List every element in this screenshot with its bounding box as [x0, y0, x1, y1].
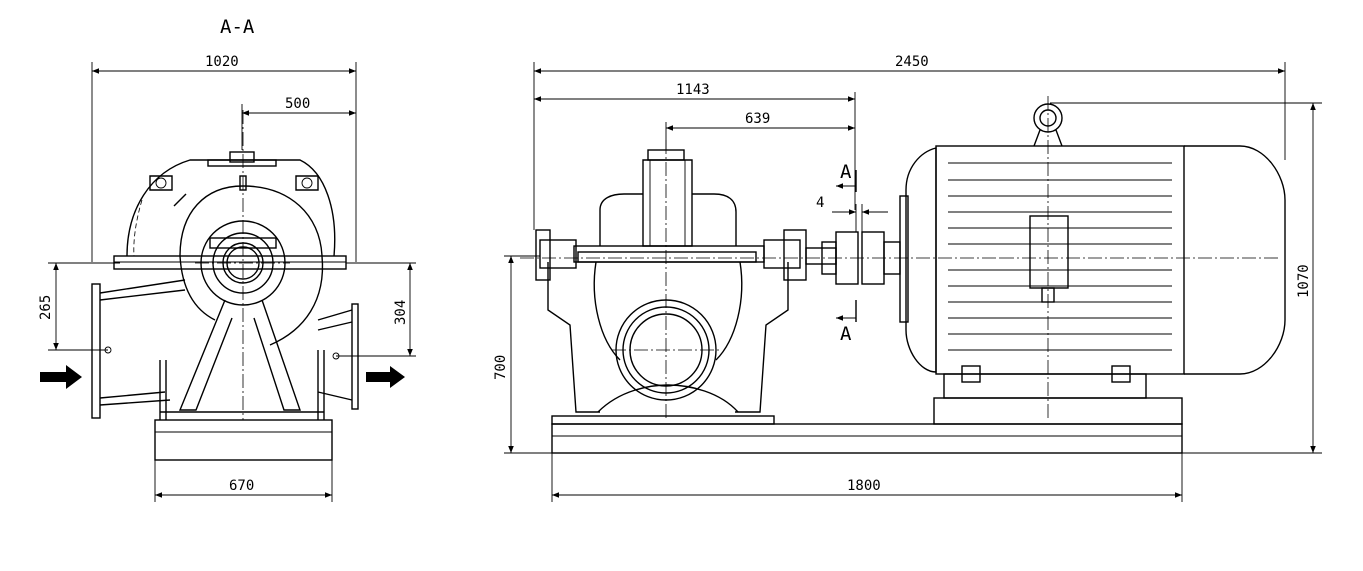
dim-pump-to-coupling: 1143 [534, 82, 856, 210]
dim-670-label: 670 [229, 478, 254, 494]
dim-265-label: 265 [38, 295, 54, 320]
svg-text:A: A [840, 161, 852, 183]
section-view: A-A 1020 500 265 304 [38, 16, 416, 502]
dim-shaft-height: 700 [493, 255, 552, 454]
dim-1800-label: 1800 [847, 478, 881, 494]
dim-base-length: 1800 [551, 453, 1183, 502]
inlet-flow-arrow [40, 365, 82, 389]
dim-center-to-coupling: 639 [665, 111, 855, 150]
dim-700-label: 700 [493, 355, 509, 380]
dim-outlet-height: 304 [336, 262, 416, 357]
dim-639-label: 639 [745, 111, 770, 127]
dim-1070-label: 1070 [1296, 264, 1312, 298]
dim-500-label: 500 [285, 96, 310, 112]
outlet-flow-arrow [366, 366, 405, 388]
dim-half-width: 500 [241, 96, 356, 150]
dim-2450-label: 2450 [895, 54, 929, 70]
dim-total-height: 1070 [1050, 102, 1322, 454]
dim-4-label: 4 [816, 195, 824, 211]
dim-total-length: 2450 [533, 54, 1286, 230]
pump-casing-end [91, 110, 359, 461]
dim-1143-label: 1143 [676, 82, 710, 98]
dim-overall-width: 1020 [91, 54, 357, 262]
section-mark-bottom: A [836, 300, 857, 345]
dim-coupling-gap: 4 [816, 195, 888, 232]
electric-motor [899, 96, 1286, 420]
section-title: A-A [220, 16, 255, 38]
dim-inlet-height: 265 [38, 262, 120, 351]
dim-304-label: 304 [393, 300, 409, 325]
section-mark-top: A [836, 161, 857, 192]
dim-base-width: 670 [154, 460, 333, 502]
svg-text:A: A [840, 323, 852, 345]
side-view: 2450 1143 639 4 A [493, 54, 1322, 502]
pump-side [520, 140, 1000, 420]
dim-1020-label: 1020 [205, 54, 239, 70]
base-frame [551, 397, 1183, 454]
